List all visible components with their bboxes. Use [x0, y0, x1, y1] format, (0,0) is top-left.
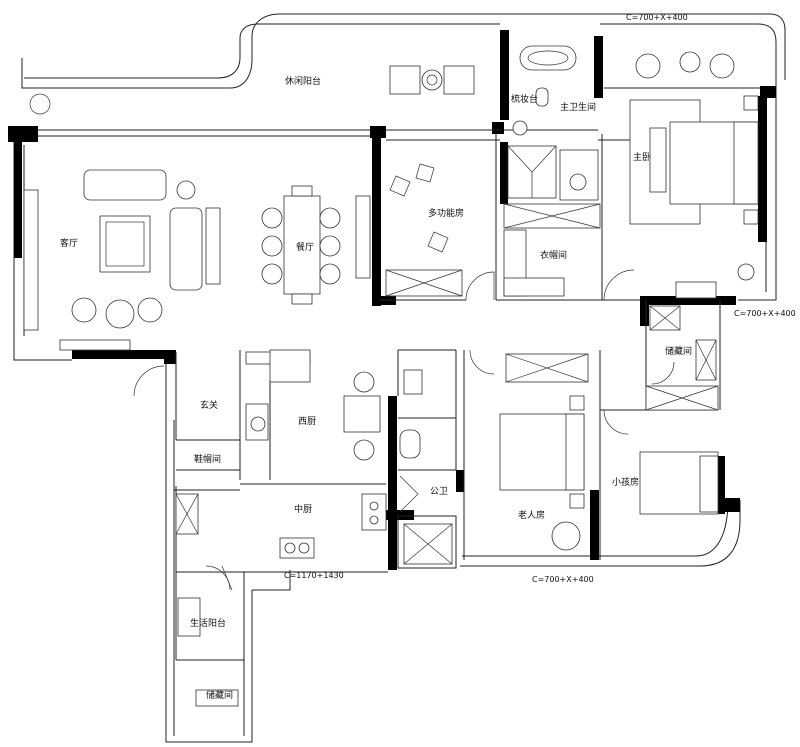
label-master-bedroom: 主卧: [633, 151, 651, 163]
label-shoe-cabinet: 鞋帽间: [194, 453, 221, 465]
label-utility-storage: 储藏间: [206, 689, 233, 701]
multi-room-furniture: [385, 163, 463, 297]
label-small-bedroom: 小孩房: [612, 476, 639, 488]
dim-kitchen-bottom: C=1170+1430: [284, 571, 344, 580]
dim-bottom-center: C=700+X+400: [532, 575, 594, 584]
room-labels: 休闲阳台 客厅 餐厅 多功能房 衣帽间 梳妆台 主卫生间 主卧 储藏间 老人房 …: [60, 75, 692, 701]
label-makeup-area: 梳妆台: [511, 93, 538, 105]
door-swings: [133, 269, 675, 591]
label-guest-bathroom: 公卫: [430, 486, 448, 497]
bedroom-furniture: [499, 305, 719, 551]
dining-furniture: [261, 185, 371, 305]
balcony-furniture: [29, 65, 475, 115]
label-multi-function-room: 多功能房: [428, 207, 464, 219]
dim-right-middle: C=700+X+400: [734, 309, 796, 318]
label-entrance: 玄关: [200, 399, 218, 411]
label-cloakroom: 衣帽间: [540, 249, 567, 261]
interior-walls: [38, 87, 760, 661]
label-second-bedroom: 老人房: [518, 509, 545, 521]
master-bedroom-furniture: [629, 51, 759, 299]
label-service-balcony: 生活阳台: [190, 617, 226, 629]
dimension-labels: C=700+X+400 C=700+X+400 C=700+X+400 C=11…: [284, 13, 796, 584]
walls: [8, 30, 776, 570]
label-dining-room: 餐厅: [296, 241, 314, 253]
label-master-bathroom: 主卫生间: [560, 101, 596, 113]
label-western-kitchen: 西厨: [298, 416, 316, 427]
label-leisure-balcony: 休闲阳台: [285, 75, 321, 87]
master-bath-furniture: [503, 45, 601, 297]
dim-top-right: C=700+X+400: [626, 13, 688, 22]
label-storage-room: 储藏间: [665, 345, 692, 357]
label-chinese-kitchen: 中厨: [294, 503, 312, 515]
living-room-furniture: [23, 169, 221, 351]
kitchen-furniture: [175, 349, 453, 707]
label-living-room: 客厅: [60, 237, 78, 249]
